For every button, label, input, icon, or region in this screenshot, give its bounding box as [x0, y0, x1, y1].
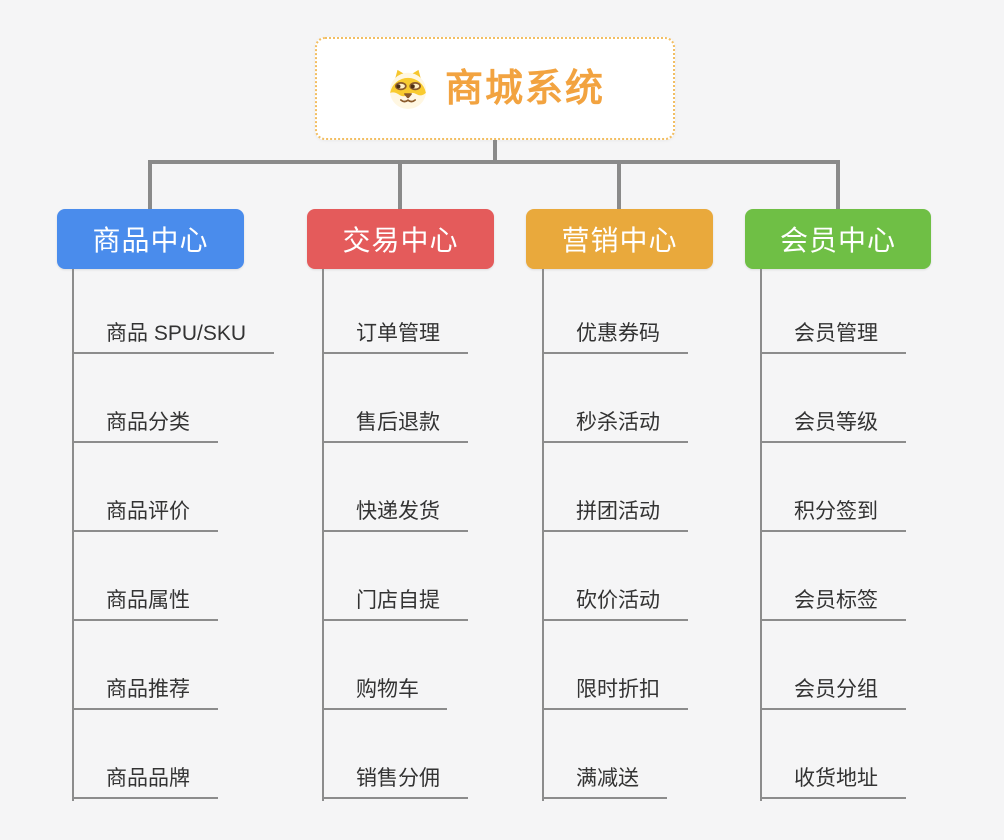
leaf-aftersale-refund[interactable]: 售后退款 [322, 411, 468, 443]
leaf-full-reduction[interactable]: 满减送 [542, 767, 667, 799]
leaf-order-management[interactable]: 订单管理 [322, 322, 468, 354]
leaf-product-attribute[interactable]: 商品属性 [72, 589, 218, 621]
leaf-member-tag[interactable]: 会员标签 [760, 589, 906, 621]
leaf-shipping-address[interactable]: 收货地址 [760, 767, 906, 799]
leaf-express-delivery[interactable]: 快递发货 [322, 500, 468, 532]
connector-drop-member [836, 160, 840, 209]
connector-drop-trade [398, 160, 402, 209]
branch-children-trade-center: 订单管理 售后退款 快递发货 门店自提 购物车 销售分佣 [322, 269, 562, 809]
branch-node-member-center[interactable]: 会员中心 [745, 209, 931, 269]
branch-label: 交易中心 [342, 225, 459, 256]
connector-horizontal [148, 160, 840, 164]
leaf-product-brand[interactable]: 商品品牌 [72, 767, 218, 799]
leaf-member-level[interactable]: 会员等级 [760, 411, 906, 443]
branch-node-marketing-center[interactable]: 营销中心 [526, 209, 713, 269]
connector-spine-product [72, 269, 74, 801]
shiba-dog-icon [389, 69, 427, 109]
branch-label: 商品中心 [92, 225, 209, 256]
leaf-product-category[interactable]: 商品分类 [72, 411, 218, 443]
leaf-product-review[interactable]: 商品评价 [72, 500, 218, 532]
connector-root-stub [493, 140, 497, 163]
root-node[interactable]: 商城系统 [315, 37, 675, 140]
connector-drop-product [148, 160, 152, 209]
connector-spine-marketing [542, 269, 544, 801]
branch-children-product-center: 商品 SPU/SKU 商品分类 商品评价 商品属性 商品推荐 商品品牌 [72, 269, 312, 809]
leaf-bargain-activity[interactable]: 砍价活动 [542, 589, 688, 621]
branch-node-product-center[interactable]: 商品中心 [57, 209, 244, 269]
branch-children-marketing-center: 优惠券码 秒杀活动 拼团活动 砍价活动 限时折扣 满减送 [542, 269, 782, 809]
root-title: 商城系统 [444, 67, 605, 110]
leaf-points-checkin[interactable]: 积分签到 [760, 500, 906, 532]
branch-label: 会员中心 [779, 225, 896, 256]
leaf-coupon-code[interactable]: 优惠券码 [542, 322, 688, 354]
leaf-product-recommend[interactable]: 商品推荐 [72, 678, 218, 710]
leaf-shopping-cart[interactable]: 购物车 [322, 678, 447, 710]
branch-node-trade-center[interactable]: 交易中心 [307, 209, 494, 269]
leaf-member-group[interactable]: 会员分组 [760, 678, 906, 710]
leaf-limited-time-discount[interactable]: 限时折扣 [542, 678, 688, 710]
leaf-member-management[interactable]: 会员管理 [760, 322, 906, 354]
connector-drop-marketing [617, 160, 621, 209]
leaf-sales-commission[interactable]: 销售分佣 [322, 767, 468, 799]
leaf-flash-sale[interactable]: 秒杀活动 [542, 411, 688, 443]
leaf-group-buy[interactable]: 拼团活动 [542, 500, 688, 532]
branch-children-member-center: 会员管理 会员等级 积分签到 会员标签 会员分组 收货地址 [760, 269, 1000, 809]
branch-label: 营销中心 [561, 225, 678, 256]
leaf-store-pickup[interactable]: 门店自提 [322, 589, 468, 621]
leaf-product-spu-sku[interactable]: 商品 SPU/SKU [72, 322, 275, 354]
connector-spine-trade [322, 269, 324, 801]
connector-spine-member [760, 269, 762, 801]
